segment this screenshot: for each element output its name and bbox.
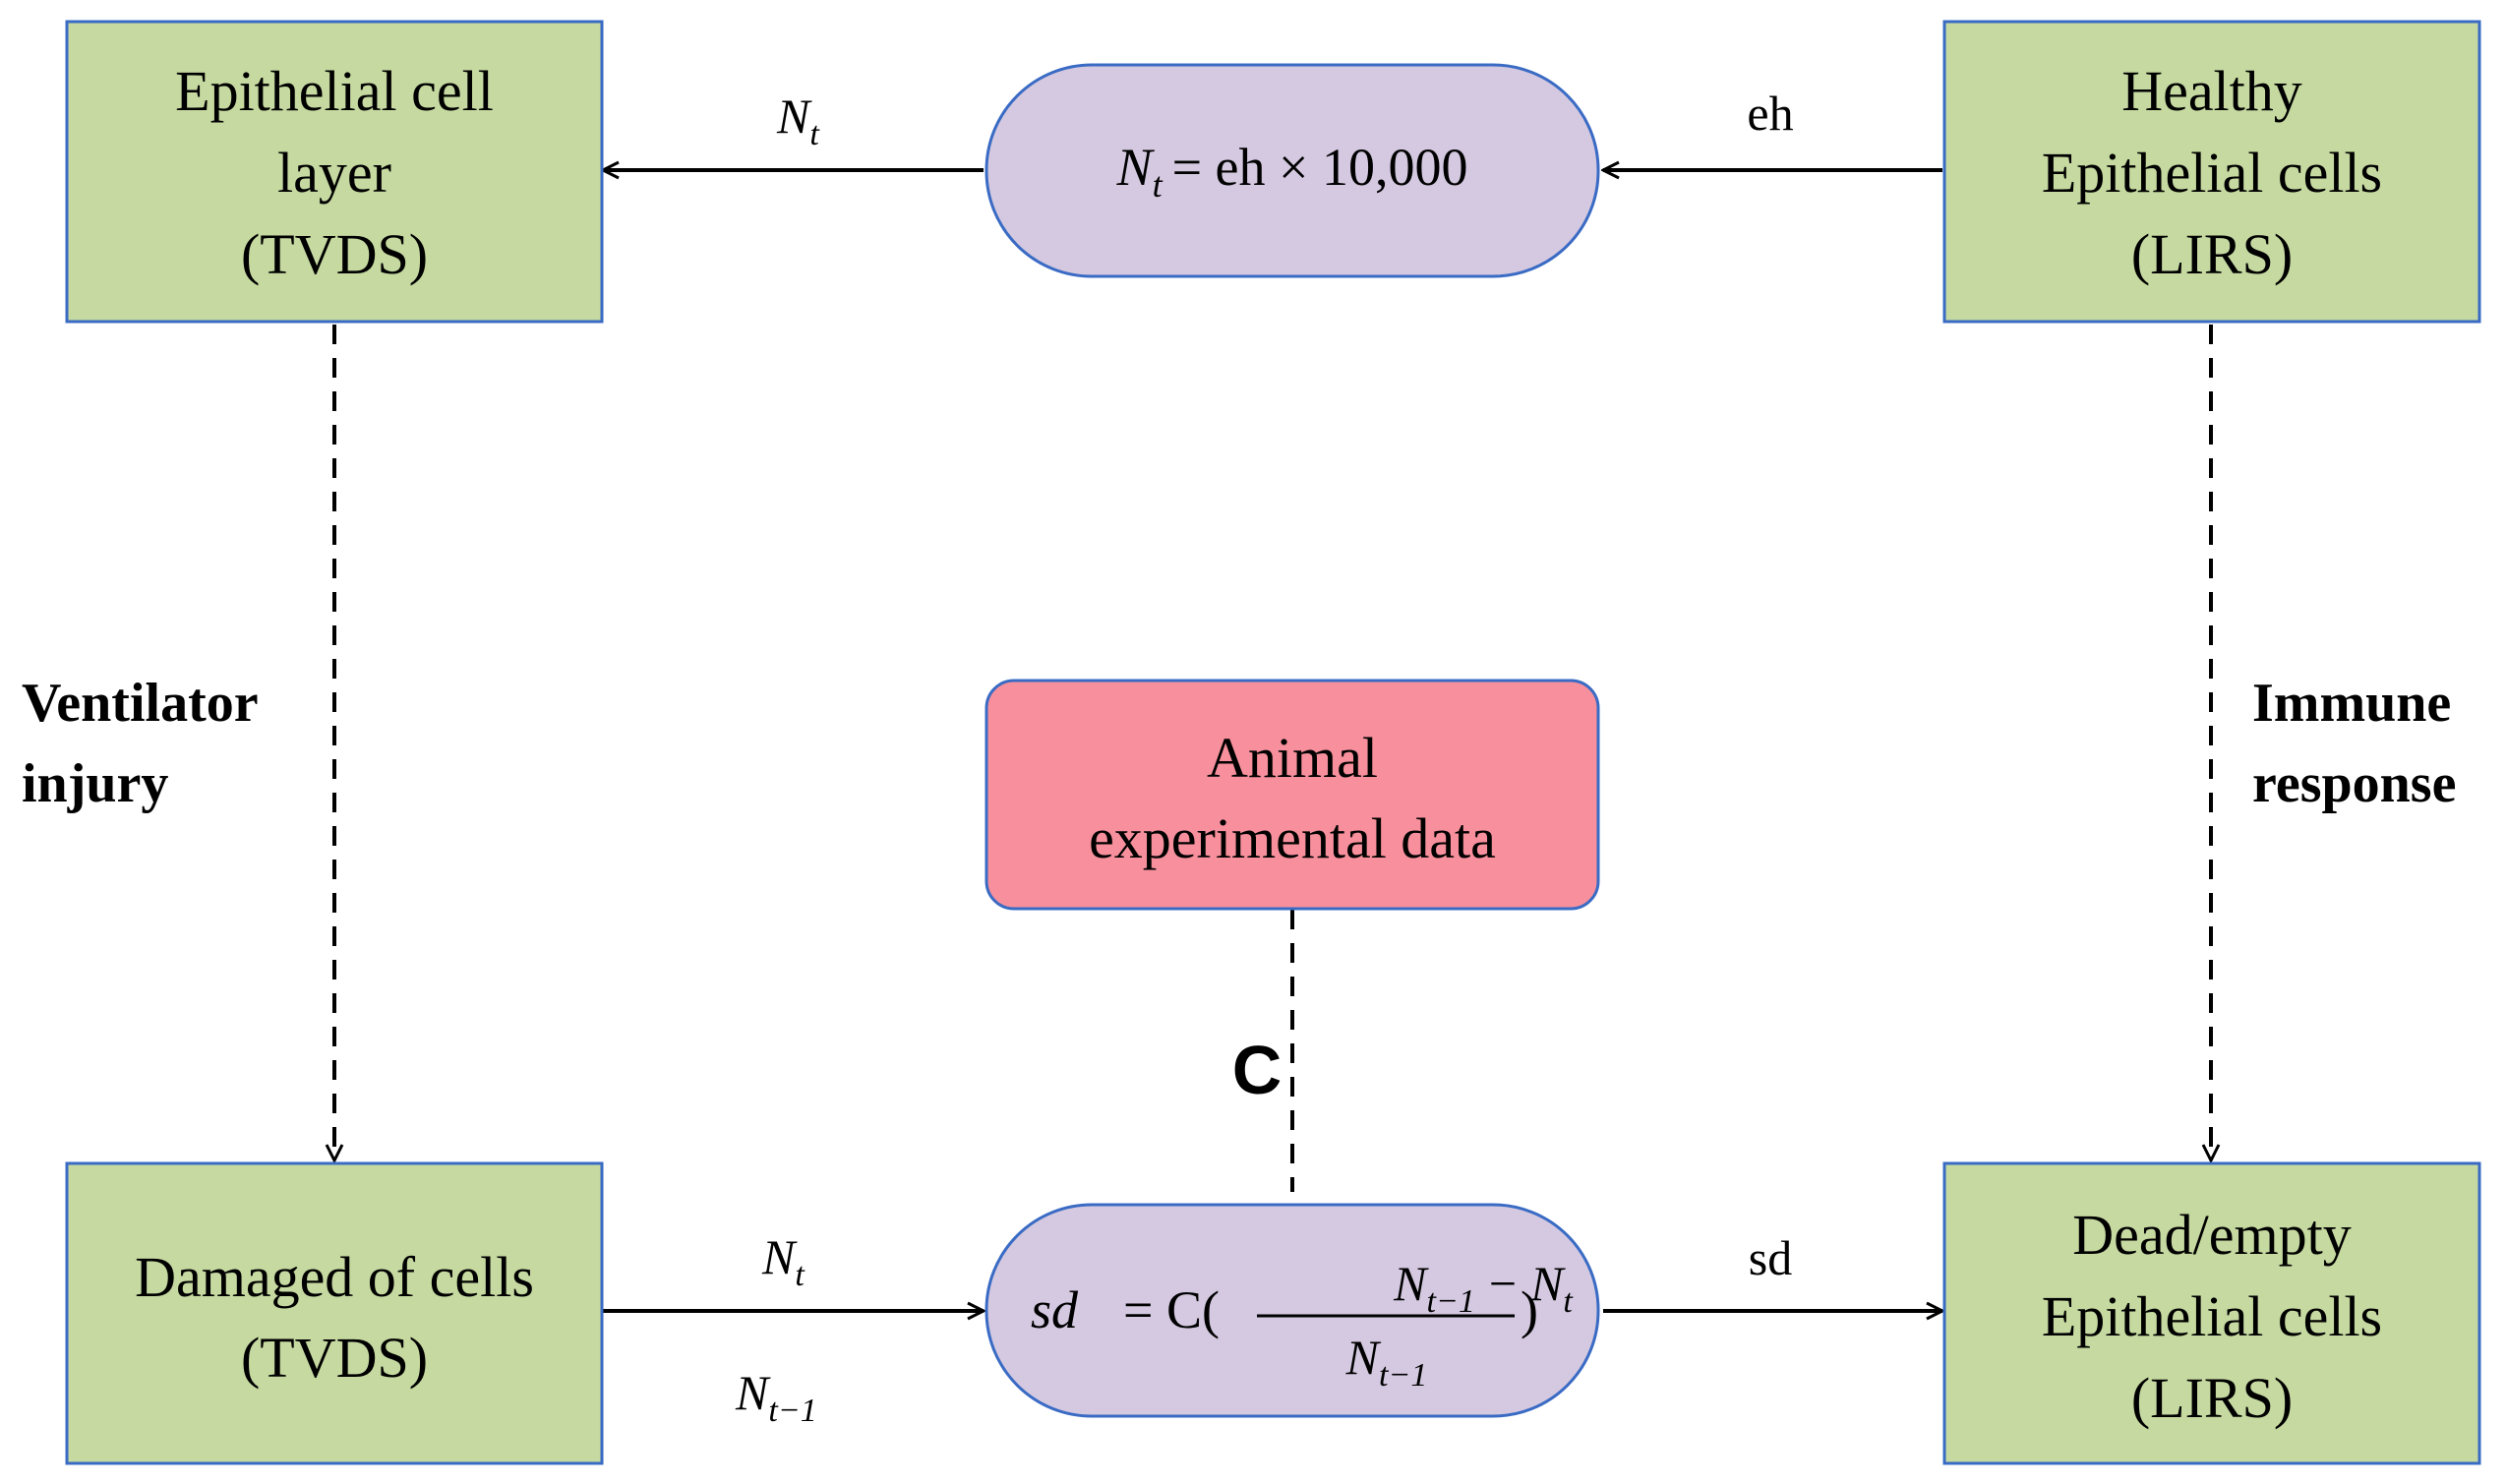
label-bottom-left-nt: Nt	[761, 1229, 806, 1293]
numerator-minus: −	[1489, 1256, 1517, 1311]
box-epithelial-layer: Epithelial cell layer (TVDS)	[65, 20, 604, 324]
formula-sd-numerator: Nt−1−Nt	[1393, 1256, 1574, 1320]
label-bottom-left-nt-1: Nt−1	[735, 1365, 817, 1429]
box-damaged-cells-line1: Damaged of cells	[135, 1245, 534, 1309]
box-healthy-cells-line2: Epithelial cells	[2042, 141, 2382, 205]
label-bottom-left-top-sub: t	[795, 1257, 806, 1293]
label-bottom-left-top-var: N	[761, 1229, 798, 1284]
formula-nt-rhs: = eh × 10,000	[1172, 138, 1468, 197]
box-healthy-cells-line1: Healthy	[2121, 59, 2302, 123]
box-damaged-cells-line2: (TVDS)	[241, 1326, 428, 1390]
formula-nt-sub: t	[1153, 165, 1164, 205]
formula-sd-close: )	[1521, 1280, 1538, 1339]
box-animal-data: Animal experimental data	[984, 679, 1600, 911]
box-epithelial-layer-line1: Epithelial cell	[175, 59, 494, 123]
pill-formula-sd: sd = C( Nt−1−Nt Nt−1 )	[984, 1203, 1600, 1418]
label-bottom-left-bottom-var: N	[735, 1365, 771, 1420]
box-healthy-cells: Healthy Epithelial cells (LIRS)	[1942, 20, 2481, 324]
formula-sd-lhs: sd	[1031, 1280, 1079, 1339]
label-top-left-var: N	[776, 89, 812, 144]
box-healthy-cells-line3: (LIRS)	[2131, 222, 2293, 286]
label-ventilator-line1: Ventilator	[22, 673, 259, 734]
formula-sd-denominator: Nt−1	[1345, 1330, 1428, 1394]
box-animal-data-line2: experimental data	[1089, 806, 1496, 870]
label-bottom-left-bottom-sub: t−1	[768, 1393, 816, 1429]
box-epithelial-layer-line2: layer	[277, 141, 391, 205]
numerator-sub1: t−1	[1426, 1283, 1474, 1320]
numerator-var2: N	[1529, 1256, 1566, 1311]
label-top-left-nt: Nt	[776, 89, 820, 152]
denominator-var: N	[1345, 1330, 1382, 1385]
label-top-right-eh: eh	[1747, 86, 1793, 141]
box-epithelial-layer-line3: (TVDS)	[241, 222, 428, 286]
formula-nt: Nt= eh × 10,000	[1116, 138, 1468, 205]
label-immune-line2: response	[2252, 753, 2456, 814]
pill-formula-nt: Nt= eh × 10,000	[984, 63, 1600, 278]
label-top-left-sub: t	[809, 116, 820, 152]
box-dead-cells: Dead/empty Epithelial cells (LIRS)	[1942, 1161, 2481, 1465]
box-dead-cells-line2: Epithelial cells	[2042, 1284, 2382, 1348]
denominator-sub: t−1	[1379, 1357, 1427, 1394]
numerator-sub2: t	[1563, 1283, 1574, 1320]
label-ventilator-line2: injury	[22, 753, 168, 814]
label-immune-line1: Immune	[2252, 673, 2451, 734]
formula-nt-var: N	[1116, 138, 1156, 197]
formula-sd-eq: = C(	[1123, 1280, 1220, 1339]
box-animal-data-line1: Animal	[1207, 726, 1378, 790]
numerator-var1: N	[1393, 1256, 1429, 1311]
formula-sd-eq-open: = C(	[1123, 1280, 1220, 1339]
label-center-c: C	[1232, 1032, 1283, 1108]
label-bottom-right-sd: sd	[1749, 1230, 1792, 1285]
box-damaged-cells: Damaged of cells (TVDS)	[65, 1161, 604, 1465]
box-dead-cells-line3: (LIRS)	[2131, 1366, 2293, 1430]
box-dead-cells-line1: Dead/empty	[2072, 1203, 2351, 1267]
